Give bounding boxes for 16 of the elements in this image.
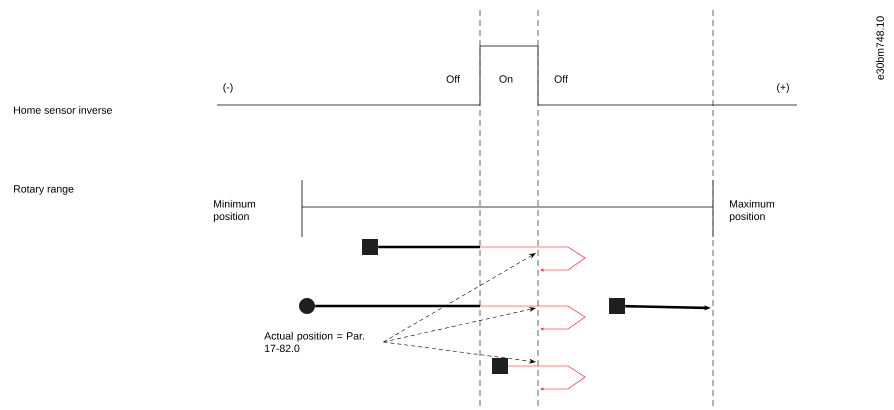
annotation-text: Actual position = Par. 17-82.0 [264,332,364,352]
start-marker-square [362,239,378,255]
text-label: Off [446,75,460,83]
text-label: Maximum position [730,200,774,222]
text-label: (+) [777,83,789,93]
text-label: Off [554,75,568,83]
text-label: Minimum position [214,200,256,222]
text-label: Rotary range [14,185,74,195]
start-marker-dot [299,298,315,314]
start-marker-square [609,298,625,314]
leader-arrow [383,253,536,342]
start-marker-square [492,358,508,374]
text-label: Home sensor inverse [14,106,112,114]
text-label: On [500,75,512,83]
text-label: (-) [223,83,233,93]
text-label: e30bm748.10 [876,16,884,80]
